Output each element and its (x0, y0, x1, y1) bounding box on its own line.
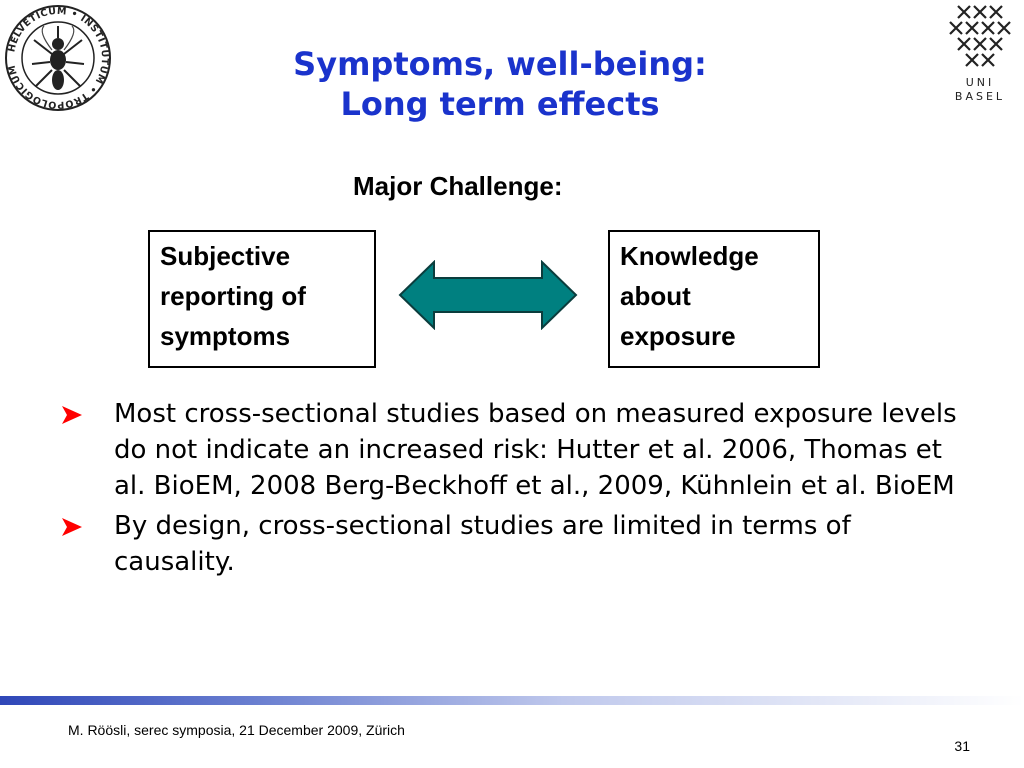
knowledge-exposure-box: Knowledge about exposure (608, 230, 820, 368)
arrowhead-bullet-icon (62, 406, 82, 424)
box-left-line-3: symptoms (160, 321, 291, 351)
slide-title: Symptoms, well-being: Long term effects (200, 44, 800, 124)
major-challenge-heading: Major Challenge: (353, 171, 563, 201)
bullet-text: Most cross-sectional studies based on me… (114, 399, 957, 501)
uni-basel-logo: UNI BASEL (949, 5, 1011, 103)
bullet-item: By design, cross-sectional studies are l… (62, 508, 962, 580)
box-left-line-2: reporting of (160, 281, 306, 311)
institute-seal-logo: HELVETICUM • INSTITUTUM • TROPOLOGICUM • (2, 2, 111, 111)
subjective-reporting-box: Subjective reporting of symptoms (148, 230, 376, 368)
arrowhead-bullet-icon (62, 518, 82, 536)
page-number: 31 (954, 738, 970, 754)
title-line-1: Symptoms, well-being: (293, 45, 707, 83)
double-arrow-icon (398, 260, 578, 330)
box-right-line-1: Knowledge (620, 241, 759, 271)
title-line-2: Long term effects (340, 85, 660, 123)
footer-divider (0, 696, 1024, 705)
box-left-line-1: Subjective (160, 241, 291, 271)
bullet-text: By design, cross-sectional studies are l… (114, 511, 851, 577)
box-right-line-2: about (620, 281, 691, 311)
box-right-line-3: exposure (620, 321, 736, 351)
svg-text:UNI: UNI (966, 76, 995, 89)
bullet-list: Most cross-sectional studies based on me… (62, 396, 962, 584)
svg-text:BASEL: BASEL (955, 90, 1005, 103)
bullet-item: Most cross-sectional studies based on me… (62, 396, 962, 504)
footer-citation: M. Röösli, serec symposia, 21 December 2… (68, 722, 405, 738)
